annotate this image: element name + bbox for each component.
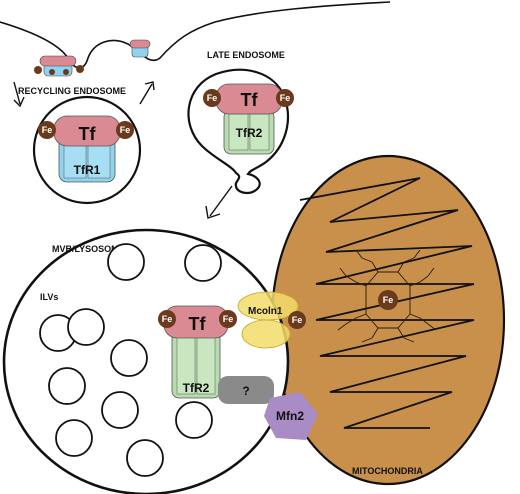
iron-atom bbox=[158, 310, 176, 328]
unknown-tether-protein bbox=[218, 376, 274, 404]
recycling-arrow-up bbox=[139, 83, 153, 105]
iron-label: Fe bbox=[162, 314, 173, 324]
iron-label: Fe bbox=[223, 314, 234, 324]
intraluminal-vesicle bbox=[175, 401, 213, 439]
intraluminal-vesicle bbox=[48, 367, 86, 405]
iron-atom bbox=[219, 310, 237, 328]
mcoln1-label: Mcoln1 bbox=[248, 306, 283, 317]
intraluminal-vesicle bbox=[184, 244, 222, 282]
tfr2-label: TfR2 bbox=[183, 381, 210, 395]
iron-label: Fe bbox=[42, 125, 53, 135]
iron-label: Fe bbox=[280, 93, 291, 103]
intraluminal-vesicle bbox=[101, 391, 139, 429]
iron-label: Fe bbox=[292, 315, 303, 325]
iron-label: Fe bbox=[120, 125, 131, 135]
iron-atom bbox=[203, 89, 221, 107]
tfr1-label: TfR1 bbox=[74, 163, 101, 177]
mvb-lysosome-label: MVB/LYSOSOME bbox=[52, 244, 125, 254]
tfr2-receptor bbox=[223, 109, 275, 155]
tf-label: Tf bbox=[241, 90, 259, 110]
tf-label: Tf bbox=[79, 124, 97, 144]
late-endosome-label: LATE ENDOSOME bbox=[207, 50, 285, 60]
intraluminal-vesicle bbox=[107, 243, 145, 281]
tf-label: Tf bbox=[189, 314, 207, 334]
intraluminal-vesicle bbox=[55, 419, 93, 457]
unknown-label: ? bbox=[242, 384, 249, 398]
heme-structure bbox=[337, 249, 437, 343]
ilvs-label: ILVs bbox=[40, 292, 58, 302]
tfr2-receptor bbox=[171, 331, 221, 399]
mfn2-protein bbox=[264, 392, 318, 440]
trafficking-arrow bbox=[209, 185, 233, 217]
recycling-endosome-label: RECYCLING ENDOSOME bbox=[18, 86, 126, 96]
membrane-pit-receptor bbox=[34, 55, 84, 77]
mitochondria-label: MITOCHONDRIA bbox=[352, 466, 423, 476]
mcoln1-channel bbox=[237, 291, 299, 349]
iron-atom bbox=[38, 121, 56, 139]
iron-atom bbox=[116, 121, 134, 139]
iron-atom bbox=[288, 311, 306, 329]
intraluminal-vesicle bbox=[110, 339, 148, 377]
intraluminal-vesicle bbox=[126, 439, 164, 477]
mfn2-label: Mfn2 bbox=[276, 409, 304, 423]
membrane-vesicle bbox=[129, 39, 151, 58]
intraluminal-vesicle bbox=[67, 308, 105, 346]
iron-label: Fe bbox=[207, 93, 218, 103]
iron-atom bbox=[276, 89, 294, 107]
tfr2-label: TfR2 bbox=[236, 126, 263, 140]
iron-label: Fe bbox=[383, 295, 394, 305]
heme-iron bbox=[378, 290, 398, 310]
recycling-arrow-down bbox=[13, 81, 21, 105]
